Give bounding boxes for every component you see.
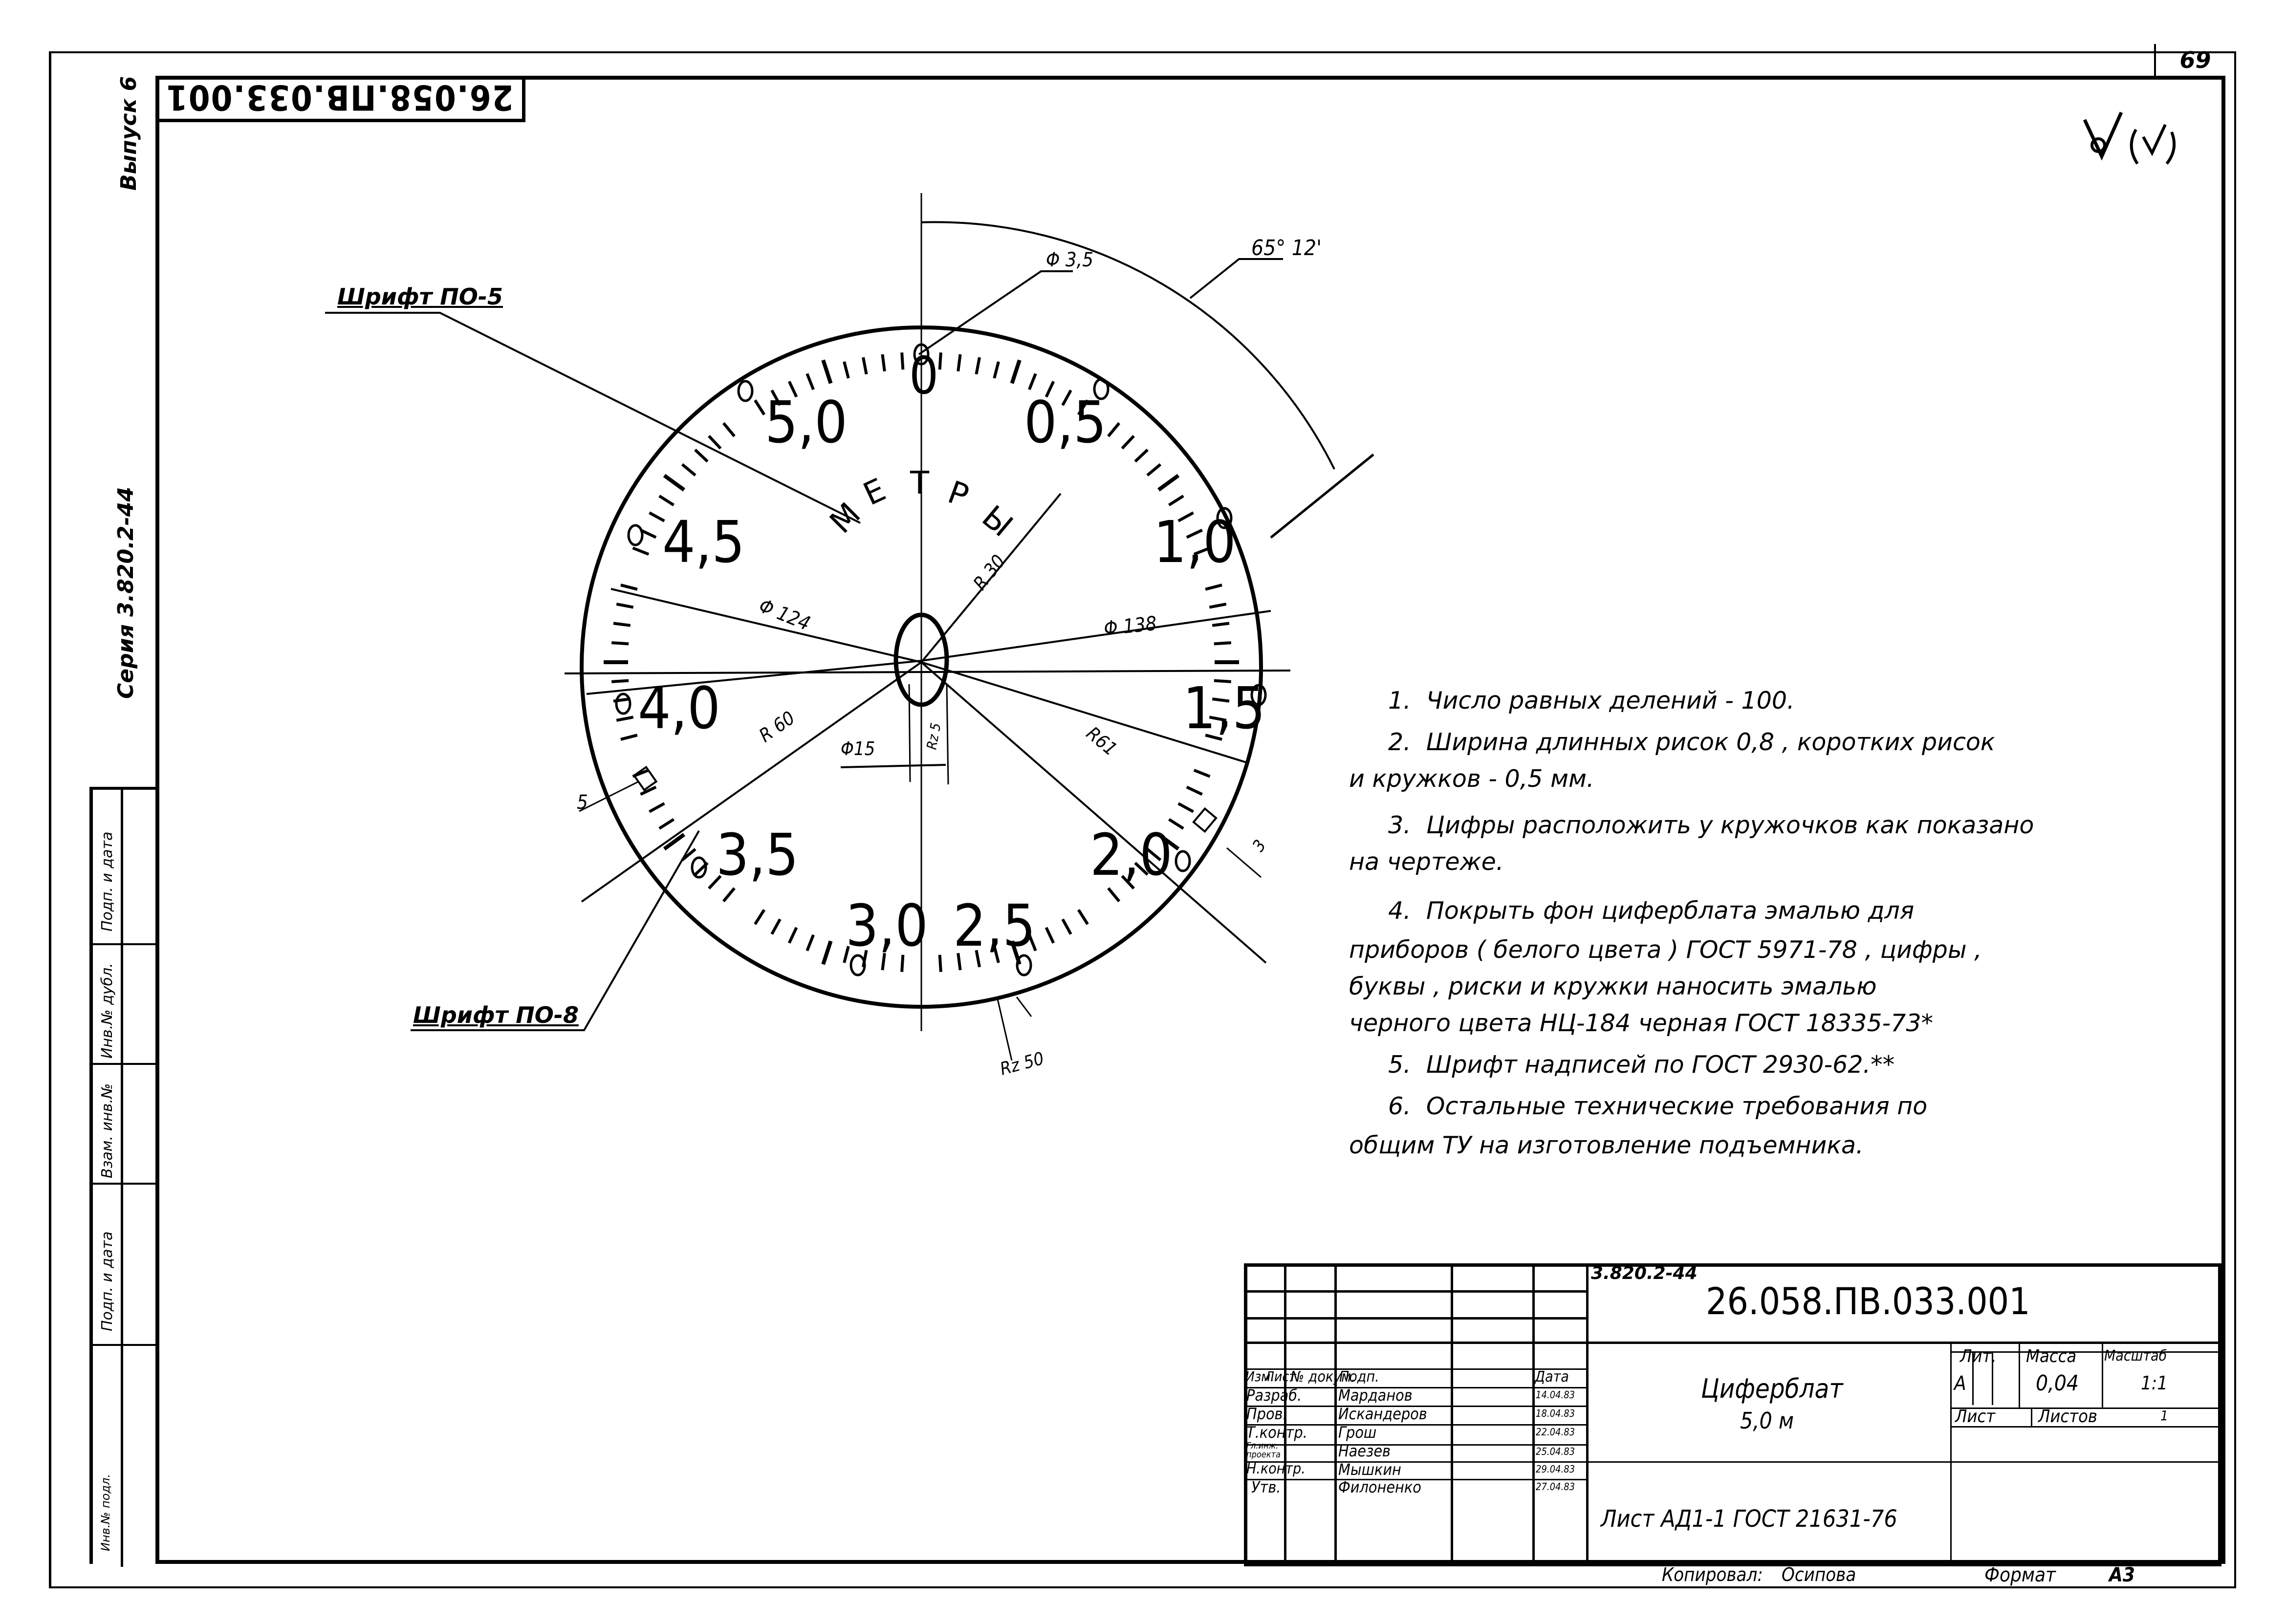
margin-cell-orig: Инв.№ подл. — [93, 1346, 156, 1567]
note-3-cont: на чертеже. — [1349, 848, 1504, 876]
note-4-cont-1: приборов ( белого цвета ) ГОСТ 5971-78 ,… — [1349, 936, 1982, 964]
svg-text:Rz 5: Rz 5 — [923, 722, 944, 751]
note-6-cont: общим ТУ на изготовление подъемника. — [1349, 1131, 1864, 1159]
signer-role: Т.контр. — [1246, 1423, 1307, 1442]
note-2-cont: и кружков - 0,5 мм. — [1349, 765, 1594, 793]
page-number-box: 69 — [2154, 44, 2235, 76]
signer-role: Н.контр. — [1246, 1460, 1306, 1477]
svg-text:Р: Р — [943, 474, 974, 515]
col-list: Лист — [1265, 1368, 1296, 1385]
svg-text:3,0: 3,0 — [846, 892, 928, 959]
material: Лист АД1-1 ГОСТ 21631-76 — [1601, 1505, 1897, 1533]
scale-value: 1:1 — [2141, 1372, 2168, 1394]
col-izm: Изм. — [1245, 1368, 1275, 1385]
lit-header: Лит. — [1960, 1346, 1997, 1366]
svg-text:М: М — [823, 496, 868, 541]
note-6: 6. Остальные технические требования по — [1388, 1092, 1928, 1120]
margin-cell-sign-date-1: Подп. и дата — [93, 790, 156, 945]
svg-text:R 60: R 60 — [755, 707, 799, 747]
sheets-value: 1 — [2160, 1407, 2169, 1424]
col-doc-no: № докум. — [1290, 1368, 1356, 1386]
note-2: 2. Ширина длинных рисок 0,8 , коротких р… — [1388, 728, 1995, 756]
signer-date: 29.04.83 — [1536, 1463, 1575, 1475]
signer-name: Наезев — [1338, 1442, 1391, 1460]
roughness-check-icon — [2083, 111, 2176, 165]
margin-stamp-table: Подп. и дата Инв.№ дубл. Взам. инв.№ Под… — [89, 787, 156, 1567]
title-designation: 26.058.ПВ.033.001 — [1706, 1279, 2030, 1323]
scale-header: Масштаб — [2104, 1347, 2167, 1364]
svg-text:Φ 3,5: Φ 3,5 — [1046, 249, 1093, 271]
svg-text:0: 0 — [909, 346, 938, 406]
outer-frame — [49, 51, 2236, 1588]
margin-cell-dup: Инв.№ дубл. — [93, 945, 156, 1065]
signer-date: 14.04.83 — [1536, 1389, 1575, 1401]
signer-role: Утв. — [1251, 1478, 1281, 1496]
margin-cell-replace: Взам. инв.№ — [93, 1065, 156, 1185]
note-3: 3. Цифры расположить у кружочков как пок… — [1388, 811, 2034, 839]
copied-label: Копировал: — [1662, 1564, 1763, 1585]
signer-name: Филоненко — [1338, 1478, 1421, 1496]
font-po5-label: Шрифт ПО-5 — [337, 283, 503, 310]
signer-role: Пров. — [1246, 1405, 1287, 1423]
svg-text:4,0: 4,0 — [638, 674, 720, 742]
part-name-range: 5,0 м — [1740, 1407, 1794, 1434]
mass-header: Масса — [2026, 1346, 2077, 1366]
signer-date: 25.04.83 — [1536, 1446, 1575, 1457]
svg-text:0,5: 0,5 — [1024, 389, 1107, 456]
note-4: 4. Покрыть фон циферблата эмалью для — [1388, 897, 1915, 925]
drawing-frame — [155, 76, 2225, 1564]
dial-numbers: 0 0,5 1,0 1,5 2,0 2,5 3,0 3,5 4,0 4,5 5,… — [638, 346, 1265, 959]
lit-value: А — [1954, 1372, 1966, 1395]
col-date: Дата — [1535, 1368, 1569, 1386]
signer-role: Гл.инж. проекта — [1246, 1441, 1281, 1460]
signer-date: 27.04.83 — [1536, 1481, 1575, 1493]
label-circles — [615, 343, 1267, 976]
svg-text:4,5: 4,5 — [662, 508, 745, 576]
svg-text:Φ 138: Φ 138 — [1103, 612, 1158, 640]
signer-role: Разраб. — [1246, 1386, 1302, 1405]
signer-name: Искандеров — [1338, 1405, 1427, 1423]
svg-text:2,5: 2,5 — [953, 892, 1036, 959]
note-4-cont-2: буквы , риски и кружки наносить эмалью — [1349, 973, 1877, 1000]
svg-text:Т: Т — [910, 465, 930, 501]
svg-text:Е: Е — [858, 472, 891, 513]
title-block — [1244, 1263, 2221, 1566]
note-4-cont-3: черного цвета НЦ-184 черная ГОСТ 18335-7… — [1349, 1009, 1934, 1037]
font-po8-label: Шрифт ПО-8 — [413, 1002, 579, 1028]
col-signature: Подп. — [1339, 1368, 1379, 1386]
signer-name: Мышкин — [1338, 1460, 1401, 1479]
svg-text:1,5: 1,5 — [1183, 674, 1265, 742]
signer-name: Марданов — [1338, 1386, 1413, 1405]
svg-text:Rz 50: Rz 50 — [998, 1049, 1046, 1080]
sheets-label: Листов — [2038, 1407, 2097, 1427]
format-label: Формат — [1984, 1564, 2056, 1586]
svg-text:2,0: 2,0 — [1090, 821, 1173, 888]
svg-text:3,5: 3,5 — [716, 821, 799, 888]
svg-text:5: 5 — [577, 791, 588, 814]
format-value: А3 — [2109, 1564, 2135, 1586]
copied-by: Осипова — [1782, 1564, 1856, 1585]
signer-date: 18.04.83 — [1536, 1407, 1575, 1419]
svg-text:65° 12': 65° 12' — [1251, 236, 1322, 260]
signer-name: Грош — [1338, 1423, 1377, 1442]
note-1: 1. Число равных делений - 100. — [1388, 687, 1795, 715]
note-5: 5. Шрифт надписей по ГОСТ 2930-62.** — [1388, 1051, 1895, 1079]
page-number: 69 — [2179, 46, 2211, 73]
svg-text:1,0: 1,0 — [1154, 508, 1236, 576]
part-name: Циферблат — [1701, 1373, 1843, 1404]
signer-date: 22.04.83 — [1536, 1426, 1575, 1438]
svg-text:Φ15: Φ15 — [841, 738, 875, 759]
svg-text:R 30: R 30 — [969, 551, 1009, 594]
svg-text:3: 3 — [1249, 836, 1270, 855]
scale-ticks — [604, 352, 1239, 972]
svg-text:Ы: Ы — [975, 499, 1020, 544]
mass-value: 0,04 — [2036, 1371, 2079, 1396]
svg-text:5,0: 5,0 — [765, 389, 848, 456]
svg-text:R61: R61 — [1082, 722, 1121, 760]
roughness-symbol — [2075, 110, 2192, 171]
sheet-label: Лист — [1955, 1407, 1996, 1427]
margin-cell-sign-date-2: Подп. и дата — [93, 1185, 156, 1346]
title-series: 3.820.2-44 — [1591, 1263, 1698, 1283]
top-code-box: 26.058.ПВ.033.001 — [156, 76, 525, 122]
